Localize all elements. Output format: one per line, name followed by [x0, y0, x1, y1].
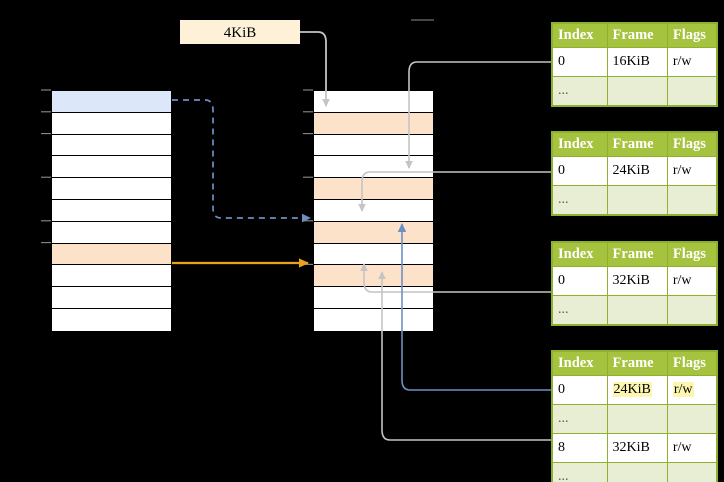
cell-index: ...	[552, 76, 608, 106]
cell-flags: r/w	[666, 156, 718, 186]
cell-index: 0	[552, 375, 608, 405]
cell-flags: r/w	[666, 375, 718, 405]
physical-memory-column	[313, 90, 434, 331]
memory-cell	[52, 287, 171, 309]
column-header-frame: Frame	[606, 351, 668, 376]
page-size-label: 4KiB	[180, 20, 300, 44]
memory-cell	[52, 265, 171, 288]
memory-cell	[52, 91, 171, 113]
cell-frame: 16KiB	[606, 47, 668, 77]
memory-cell	[314, 287, 433, 309]
memory-cell	[52, 221, 171, 244]
memory-cell	[52, 156, 171, 179]
cell-frame: 24KiB	[606, 156, 668, 186]
memory-cell	[314, 221, 433, 244]
table-row[interactable]: ...	[552, 76, 718, 106]
cell-frame: 24KiB	[606, 375, 668, 405]
cell-index: ...	[552, 185, 608, 215]
memory-cell	[314, 308, 433, 331]
cell-index: ...	[552, 404, 608, 434]
memory-cell	[314, 112, 433, 135]
cell-frame	[606, 295, 668, 325]
column-header-frame: Frame	[606, 132, 668, 157]
cell-frame	[606, 462, 668, 482]
cell-index: 8	[552, 433, 608, 463]
cell-index: 0	[552, 266, 608, 296]
cell-index: ...	[552, 462, 608, 482]
cell-flags: r/w	[666, 47, 718, 77]
memory-cell	[314, 265, 433, 288]
cell-flags: r/w	[666, 433, 718, 463]
memory-cell	[314, 243, 433, 266]
cell-flags	[666, 185, 718, 215]
memory-cell	[52, 134, 171, 157]
cell-frame: 32KiB	[606, 266, 668, 296]
column-header-flags: Flags	[666, 132, 718, 157]
table-row[interactable]: ...	[552, 462, 718, 482]
memory-cell	[52, 199, 171, 222]
column-header-flags: Flags	[666, 242, 718, 267]
cell-flags	[666, 404, 718, 434]
column-header-index: Index	[552, 132, 608, 157]
memory-cell	[314, 134, 433, 157]
memory-cell	[52, 243, 171, 266]
memory-cell	[314, 91, 433, 113]
memory-cell	[52, 112, 171, 135]
cell-index: 0	[552, 47, 608, 77]
cell-frame	[606, 76, 668, 106]
table-row[interactable]: ...	[552, 404, 718, 434]
table-row[interactable]: ...	[552, 185, 718, 215]
memory-cell	[314, 178, 433, 200]
column-header-index: Index	[552, 23, 608, 48]
memory-cell	[314, 156, 433, 179]
cell-flags	[666, 295, 718, 325]
cell-index: ...	[552, 295, 608, 325]
column-header-flags: Flags	[666, 351, 718, 376]
column-header-index: Index	[552, 242, 608, 267]
cell-flags	[666, 462, 718, 482]
wire-virtual-blue-to-physical	[172, 99, 311, 223]
cell-index: 0	[552, 156, 608, 186]
column-header-frame: Frame	[606, 23, 668, 48]
cell-frame	[606, 185, 668, 215]
physical-column-ticks	[303, 89, 313, 265]
virtual-address-space-column	[51, 90, 172, 331]
cell-flags	[666, 76, 718, 106]
cell-frame: 32KiB	[606, 433, 668, 463]
column-header-frame: Frame	[606, 242, 668, 267]
memory-cell	[314, 199, 433, 222]
memory-cell	[52, 178, 171, 200]
cell-flags: r/w	[666, 266, 718, 296]
column-header-index: Index	[552, 351, 608, 376]
virtual-column-ticks	[41, 89, 51, 244]
memory-cell	[52, 308, 171, 331]
column-header-flags: Flags	[666, 23, 718, 48]
cell-frame	[606, 404, 668, 434]
table-row[interactable]: ...	[552, 295, 718, 325]
